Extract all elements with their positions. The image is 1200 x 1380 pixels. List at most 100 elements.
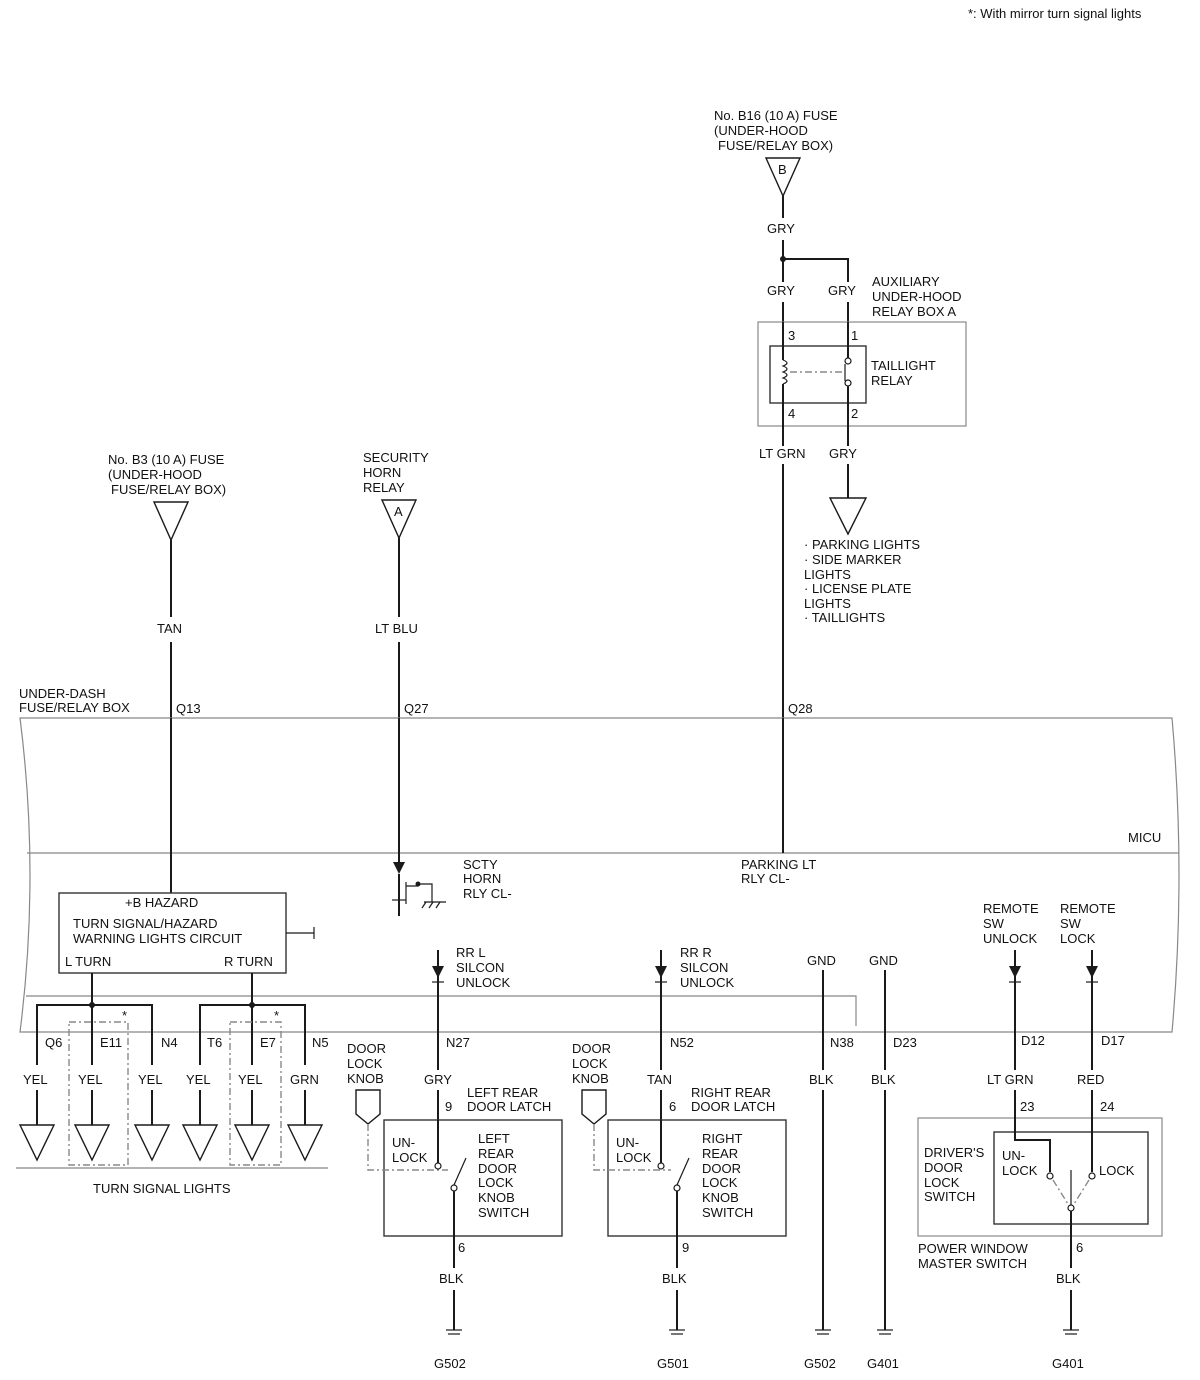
ground-label: G401 bbox=[867, 1356, 899, 1371]
chassis-ground bbox=[421, 901, 427, 909]
fuse-b3-label: FUSE/RELAY BOX) bbox=[111, 482, 226, 497]
door-lock-knob-label: LOCK bbox=[347, 1056, 383, 1071]
arrow-head bbox=[655, 966, 667, 978]
connector-label: E11 bbox=[100, 1035, 122, 1050]
connector-label: T6 bbox=[207, 1035, 222, 1050]
door-lock-knob-label: DOOR bbox=[572, 1041, 611, 1056]
drivers-door-lock-switch: D12 D17 LT GRN RED 23 24 DRIVER'S DOOR L… bbox=[917, 1032, 1163, 1371]
pin-number: 1 bbox=[851, 328, 858, 343]
splice-point bbox=[415, 881, 421, 887]
aux-box-label: AUXILIARY bbox=[872, 274, 940, 289]
connector-label: N52 bbox=[670, 1035, 694, 1050]
wire-color-label: GRY bbox=[829, 446, 857, 461]
turn-signal-bulb bbox=[233, 1124, 271, 1162]
scty-label: HORN bbox=[463, 871, 501, 886]
switch-label: LEFT bbox=[478, 1131, 510, 1146]
relay-contact bbox=[844, 379, 852, 387]
switch-contact bbox=[673, 1184, 681, 1192]
wire-color-label: RED bbox=[1077, 1072, 1104, 1087]
switch-label: REAR bbox=[702, 1146, 738, 1161]
ground-label: G501 bbox=[657, 1356, 689, 1371]
connector-label: N4 bbox=[161, 1035, 178, 1050]
switch-label: SWITCH bbox=[702, 1205, 753, 1220]
taillight-relay-outline bbox=[769, 345, 867, 404]
unlock-label: LOCK bbox=[616, 1150, 652, 1165]
switch-label: LOCK bbox=[702, 1175, 738, 1190]
micu-inner-outline bbox=[26, 995, 857, 1026]
relay-contact bbox=[844, 357, 852, 365]
ground-label: G502 bbox=[804, 1356, 836, 1371]
option-star: * bbox=[274, 1008, 279, 1023]
footnote: *: With mirror turn signal lights bbox=[968, 6, 1142, 21]
wire-color-label: YEL bbox=[138, 1072, 163, 1087]
horn-relay-letter: A bbox=[394, 504, 403, 519]
rrl-output: RR L SILCON UNLOCK bbox=[432, 945, 511, 1032]
latch-title: DOOR LATCH bbox=[691, 1099, 775, 1114]
remote-sw-label: SW bbox=[983, 916, 1005, 931]
switch-title: LOCK bbox=[924, 1175, 960, 1190]
gnd-label: GND bbox=[869, 953, 898, 968]
fuse-b3: No. B3 (10 A) FUSE (UNDER-HOOD FUSE/RELA… bbox=[108, 452, 226, 893]
wire-color-label: YEL bbox=[238, 1072, 263, 1087]
rrl-label: UNLOCK bbox=[456, 975, 511, 990]
wire-color-label: LT BLU bbox=[375, 621, 418, 636]
under-dash-label: FUSE/RELAY BOX bbox=[19, 700, 130, 715]
aux-box-label: UNDER-HOOD bbox=[872, 289, 962, 304]
door-lock-knob-label: DOOR bbox=[347, 1041, 386, 1056]
door-lock-knob-label: KNOB bbox=[572, 1071, 609, 1086]
master-switch-label: MASTER SWITCH bbox=[918, 1256, 1027, 1271]
door-lock-knob-label: LOCK bbox=[572, 1056, 608, 1071]
fuse-b16: No. B16 (10 A) FUSE (UNDER-HOOD FUSE/REL… bbox=[714, 108, 849, 282]
switch-blade bbox=[453, 1157, 467, 1186]
wire-color-label: GRY bbox=[767, 283, 795, 298]
horn-relay-label: HORN bbox=[363, 465, 401, 480]
parking-lights-list: · PARKING LIGHTS · SIDE MARKER LIGHTS · … bbox=[804, 537, 920, 625]
switch-label: DOOR bbox=[478, 1161, 517, 1176]
switch-label: DOOR bbox=[702, 1161, 741, 1176]
aux-relay-box: GRY GRY AUXILIARY UNDER-HOOD RELAY BOX A… bbox=[757, 274, 967, 853]
under-dash-fuse-box: UNDER-DASH FUSE/RELAY BOX Q13 Q27 Q28 MI… bbox=[19, 686, 1180, 1033]
mirror-option-box bbox=[68, 1021, 129, 1166]
scty-horn-driver: SCTY HORN RLY CL- bbox=[392, 857, 512, 916]
hazard-label: TURN SIGNAL/HAZARD bbox=[73, 916, 217, 931]
wire-color-label: GRN bbox=[290, 1072, 319, 1087]
master-switch-label: POWER WINDOW bbox=[918, 1241, 1028, 1256]
remote-sw-lock: REMOTE SW LOCK bbox=[1060, 901, 1116, 1032]
scty-label: RLY CL- bbox=[463, 886, 512, 901]
parking-list-item: LIGHTS bbox=[804, 596, 851, 611]
horn-relay-terminal bbox=[380, 499, 418, 540]
wire-color-label: GRY bbox=[828, 283, 856, 298]
turn-signal-caption: TURN SIGNAL LIGHTS bbox=[93, 1181, 231, 1196]
r-turn-label: R TURN bbox=[224, 954, 273, 969]
connector-label: Q28 bbox=[788, 701, 813, 716]
latch-box bbox=[607, 1119, 787, 1237]
arrow-head bbox=[432, 966, 444, 978]
remote-sw-label: REMOTE bbox=[1060, 901, 1116, 916]
pin-number: 24 bbox=[1100, 1099, 1114, 1114]
door-lock-knob bbox=[581, 1089, 607, 1125]
door-lock-knob bbox=[355, 1089, 381, 1125]
connector-label: E7 bbox=[260, 1035, 276, 1050]
switch-contact bbox=[434, 1162, 442, 1170]
remote-sw-label: SW bbox=[1060, 916, 1082, 931]
switch-title: SWITCH bbox=[924, 1189, 975, 1204]
hazard-title: +B HAZARD bbox=[125, 895, 198, 910]
arrow-head bbox=[393, 862, 405, 874]
horn-relay-label: RELAY bbox=[363, 480, 405, 495]
hazard-label: WARNING LIGHTS CIRCUIT bbox=[73, 931, 242, 946]
right-rear-door-latch: DOOR LOCK KNOB N52 TAN 6 RIGHT REAR DOOR… bbox=[572, 1032, 787, 1371]
wire-color-label: BLK bbox=[662, 1271, 687, 1286]
option-star: * bbox=[122, 1008, 127, 1023]
wire-d12 bbox=[1014, 1090, 1051, 1172]
knob-linkage bbox=[367, 1124, 448, 1171]
pin-number: 6 bbox=[1076, 1240, 1083, 1255]
parking-list-item: · TAILLIGHTS bbox=[804, 610, 885, 625]
remote-sw-label: UNLOCK bbox=[983, 931, 1038, 946]
switch-label: KNOB bbox=[702, 1190, 739, 1205]
wire-color-label: YEL bbox=[78, 1072, 103, 1087]
fuse-b16-terminal bbox=[764, 157, 802, 198]
transistor-gate bbox=[406, 883, 433, 902]
arrow-head bbox=[1009, 966, 1021, 978]
wire-color-label: BLK bbox=[871, 1072, 896, 1087]
switch-contact bbox=[1067, 1204, 1075, 1212]
